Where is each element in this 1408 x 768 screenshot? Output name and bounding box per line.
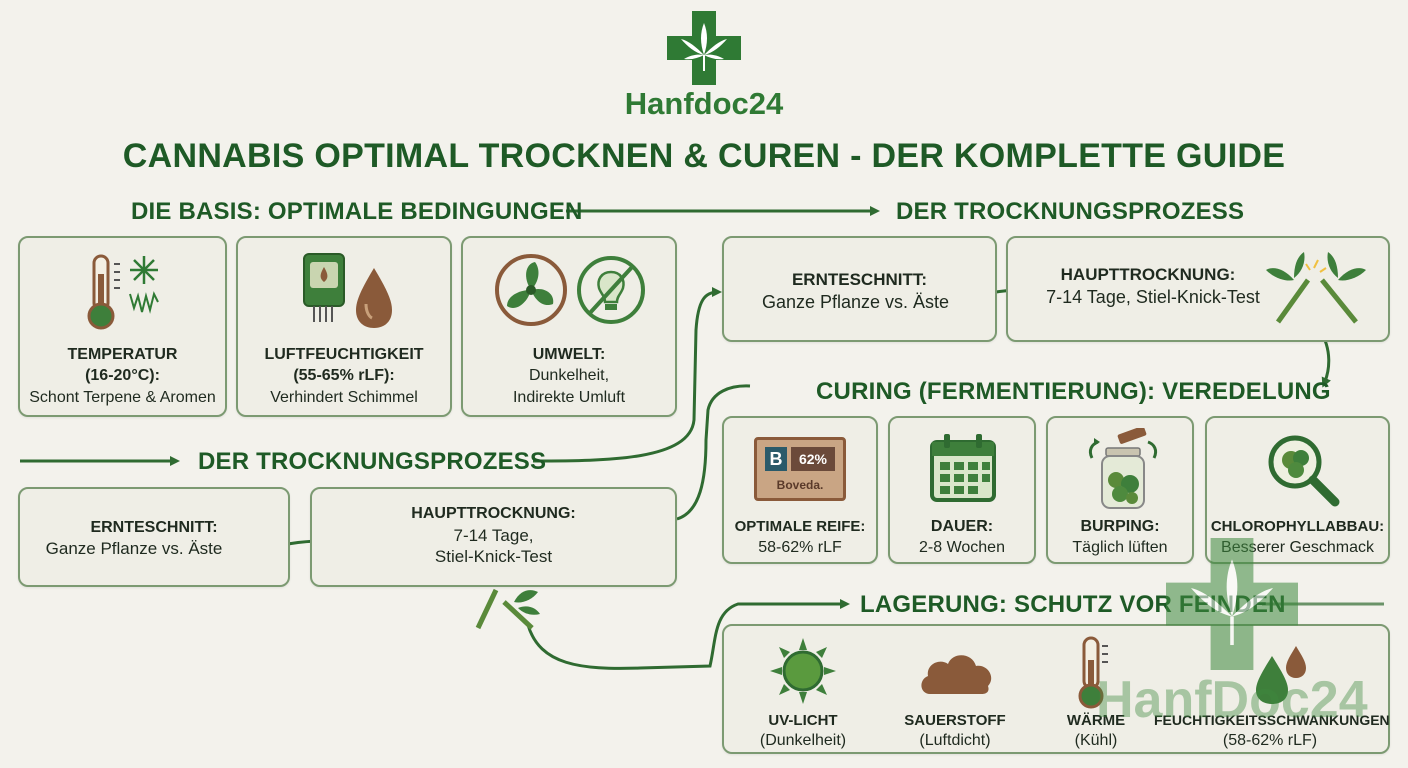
card-text: Verhindert Schimmel	[270, 389, 418, 406]
card-haupttrocknung-right: HAUPTTROCKNUNG: 7-14 Tage, Stiel-Knick-T…	[1006, 236, 1390, 342]
card-text: Dunkelheit,	[528, 367, 610, 384]
card-text: 2-8 Wochen	[919, 539, 1005, 556]
card-title: DAUER:	[930, 518, 994, 535]
broken-stem-icon-right	[1266, 252, 1366, 324]
card-title: ERNTESCHNITT:	[90, 519, 218, 536]
card-text: 7-14 Tage, Stiel-Knick-Test	[1046, 287, 1260, 307]
watermark-logo-icon	[1166, 538, 1298, 670]
card-title: BURPING:	[1080, 518, 1160, 535]
card-luftfeuchtigkeit: LUFTFEUCHTIGKEIT (55-65% rLF): Verhinder…	[236, 236, 452, 417]
lagerung-item-title: FEUCHTIGKEITSSCHWANKUNGEN	[1154, 712, 1390, 728]
lagerung-item-text: (58-62% rLF)	[1222, 732, 1318, 749]
brand-name: Hanfdoc24	[624, 86, 784, 121]
boveda-brand: Boveda.	[776, 478, 824, 492]
card-text: Täglich lüften	[1072, 539, 1168, 556]
cloud-icon	[921, 655, 992, 694]
card-text: 58-62% rLF	[758, 539, 842, 556]
card-title: TEMPERATUR	[67, 346, 178, 363]
jar-burping-icon	[1088, 428, 1158, 509]
card-text: Ganze Pflanze vs. Äste	[45, 539, 223, 558]
boveda-letter: B	[769, 449, 783, 469]
basis-heading: DIE BASIS: OPTIMALE BEDINGUNGEN	[131, 198, 583, 225]
card-title: OPTIMALE REIFE:	[734, 518, 866, 535]
card-burping: BURPING: Täglich lüften	[1046, 416, 1194, 564]
magnifier-bud-icon	[1268, 435, 1340, 507]
card-ernteschnitt-right: ERNTESCHNITT: Ganze Pflanze vs. Äste	[722, 236, 997, 342]
droplets-icon	[1256, 646, 1306, 704]
page-title: CANNABIS OPTIMAL TROCKNEN & CUREN - DER …	[122, 137, 1286, 175]
card-title: UMWELT:	[532, 346, 606, 363]
lagerung-item-title: UV-LICHT	[768, 712, 838, 729]
lagerung-item-title: WÄRME	[1066, 712, 1126, 729]
card-text: 7-14 Tage,	[453, 526, 534, 545]
watermark-text: HanfDoc24	[1096, 671, 1368, 729]
lagerung-panel: UV-LICHT (Dunkelheit) SAUERSTOFF (Luftdi…	[722, 624, 1390, 754]
card-title-range: (16-20°C):	[85, 367, 160, 384]
card-ernteschnitt-left: ERNTESCHNITT: Ganze Pflanze vs. Äste	[18, 487, 290, 587]
card-title: CHLOROPHYLLABBAU:	[1210, 518, 1385, 535]
card-optimale-reife: B 62% Boveda. OPTIMALE REIFE: 58-62% rLF	[722, 416, 878, 564]
card-text: Schont Terpene & Aromen	[29, 389, 216, 406]
card-text-2: Indirekte Umluft	[512, 389, 626, 406]
broken-stem-icon-left	[475, 588, 540, 630]
card-text: Ganze Pflanze vs. Äste	[761, 292, 950, 312]
card-title-range: (55-65% rLF):	[293, 367, 395, 384]
card-umwelt: UMWELT: Dunkelheit, Indirekte Umluft	[461, 236, 677, 417]
curing-heading: CURING (FERMENTIERUNG): VEREDELUNG	[816, 378, 1331, 405]
card-text: Besserer Geschmack	[1221, 539, 1374, 556]
card-dauer: DAUER: 2-8 Wochen	[888, 416, 1036, 564]
card-title: ERNTESCHNITT:	[791, 270, 928, 289]
hanfdoc-logo-icon	[667, 11, 741, 85]
thermometer-icon	[1078, 636, 1108, 709]
boveda-pack-icon: B 62% Boveda.	[754, 437, 846, 501]
calendar-icon	[930, 434, 996, 502]
trocknung-heading-right: DER TROCKNUNGSPROZESS	[896, 198, 1245, 225]
card-title: HAUPTTROCKNUNG:	[1060, 265, 1236, 284]
trocknung-heading-left: DER TROCKNUNGSPROZESS	[198, 448, 547, 475]
lagerung-item-title: SAUERSTOFF	[904, 712, 1006, 729]
lagerung-item-text: (Kühl)	[1074, 732, 1118, 749]
card-haupttrocknung-left: HAUPTTROCKNUNG: 7-14 Tage, Stiel-Knick-T…	[310, 487, 677, 587]
lagerung-item-text: (Luftdicht)	[919, 732, 991, 749]
boveda-value: 62%	[798, 451, 828, 467]
hygrometer-droplet-icon	[303, 253, 392, 328]
card-text-2: Stiel-Knick-Test	[434, 547, 553, 566]
fan-no-light-icon	[495, 254, 645, 326]
sun-icon	[770, 638, 836, 704]
card-title: LUFTFEUCHTIGKEIT	[264, 346, 424, 363]
card-chlorophyllabbau: CHLOROPHYLLABBAU: Besserer Geschmack	[1205, 416, 1390, 564]
lagerung-item-text: (Dunkelheit)	[759, 732, 847, 749]
card-temperatur: TEMPERATUR (16-20°C): Schont Terpene & A…	[18, 236, 227, 417]
card-title: HAUPTTROCKNUNG:	[411, 505, 576, 522]
thermometer-snowflake-icon	[87, 254, 159, 330]
